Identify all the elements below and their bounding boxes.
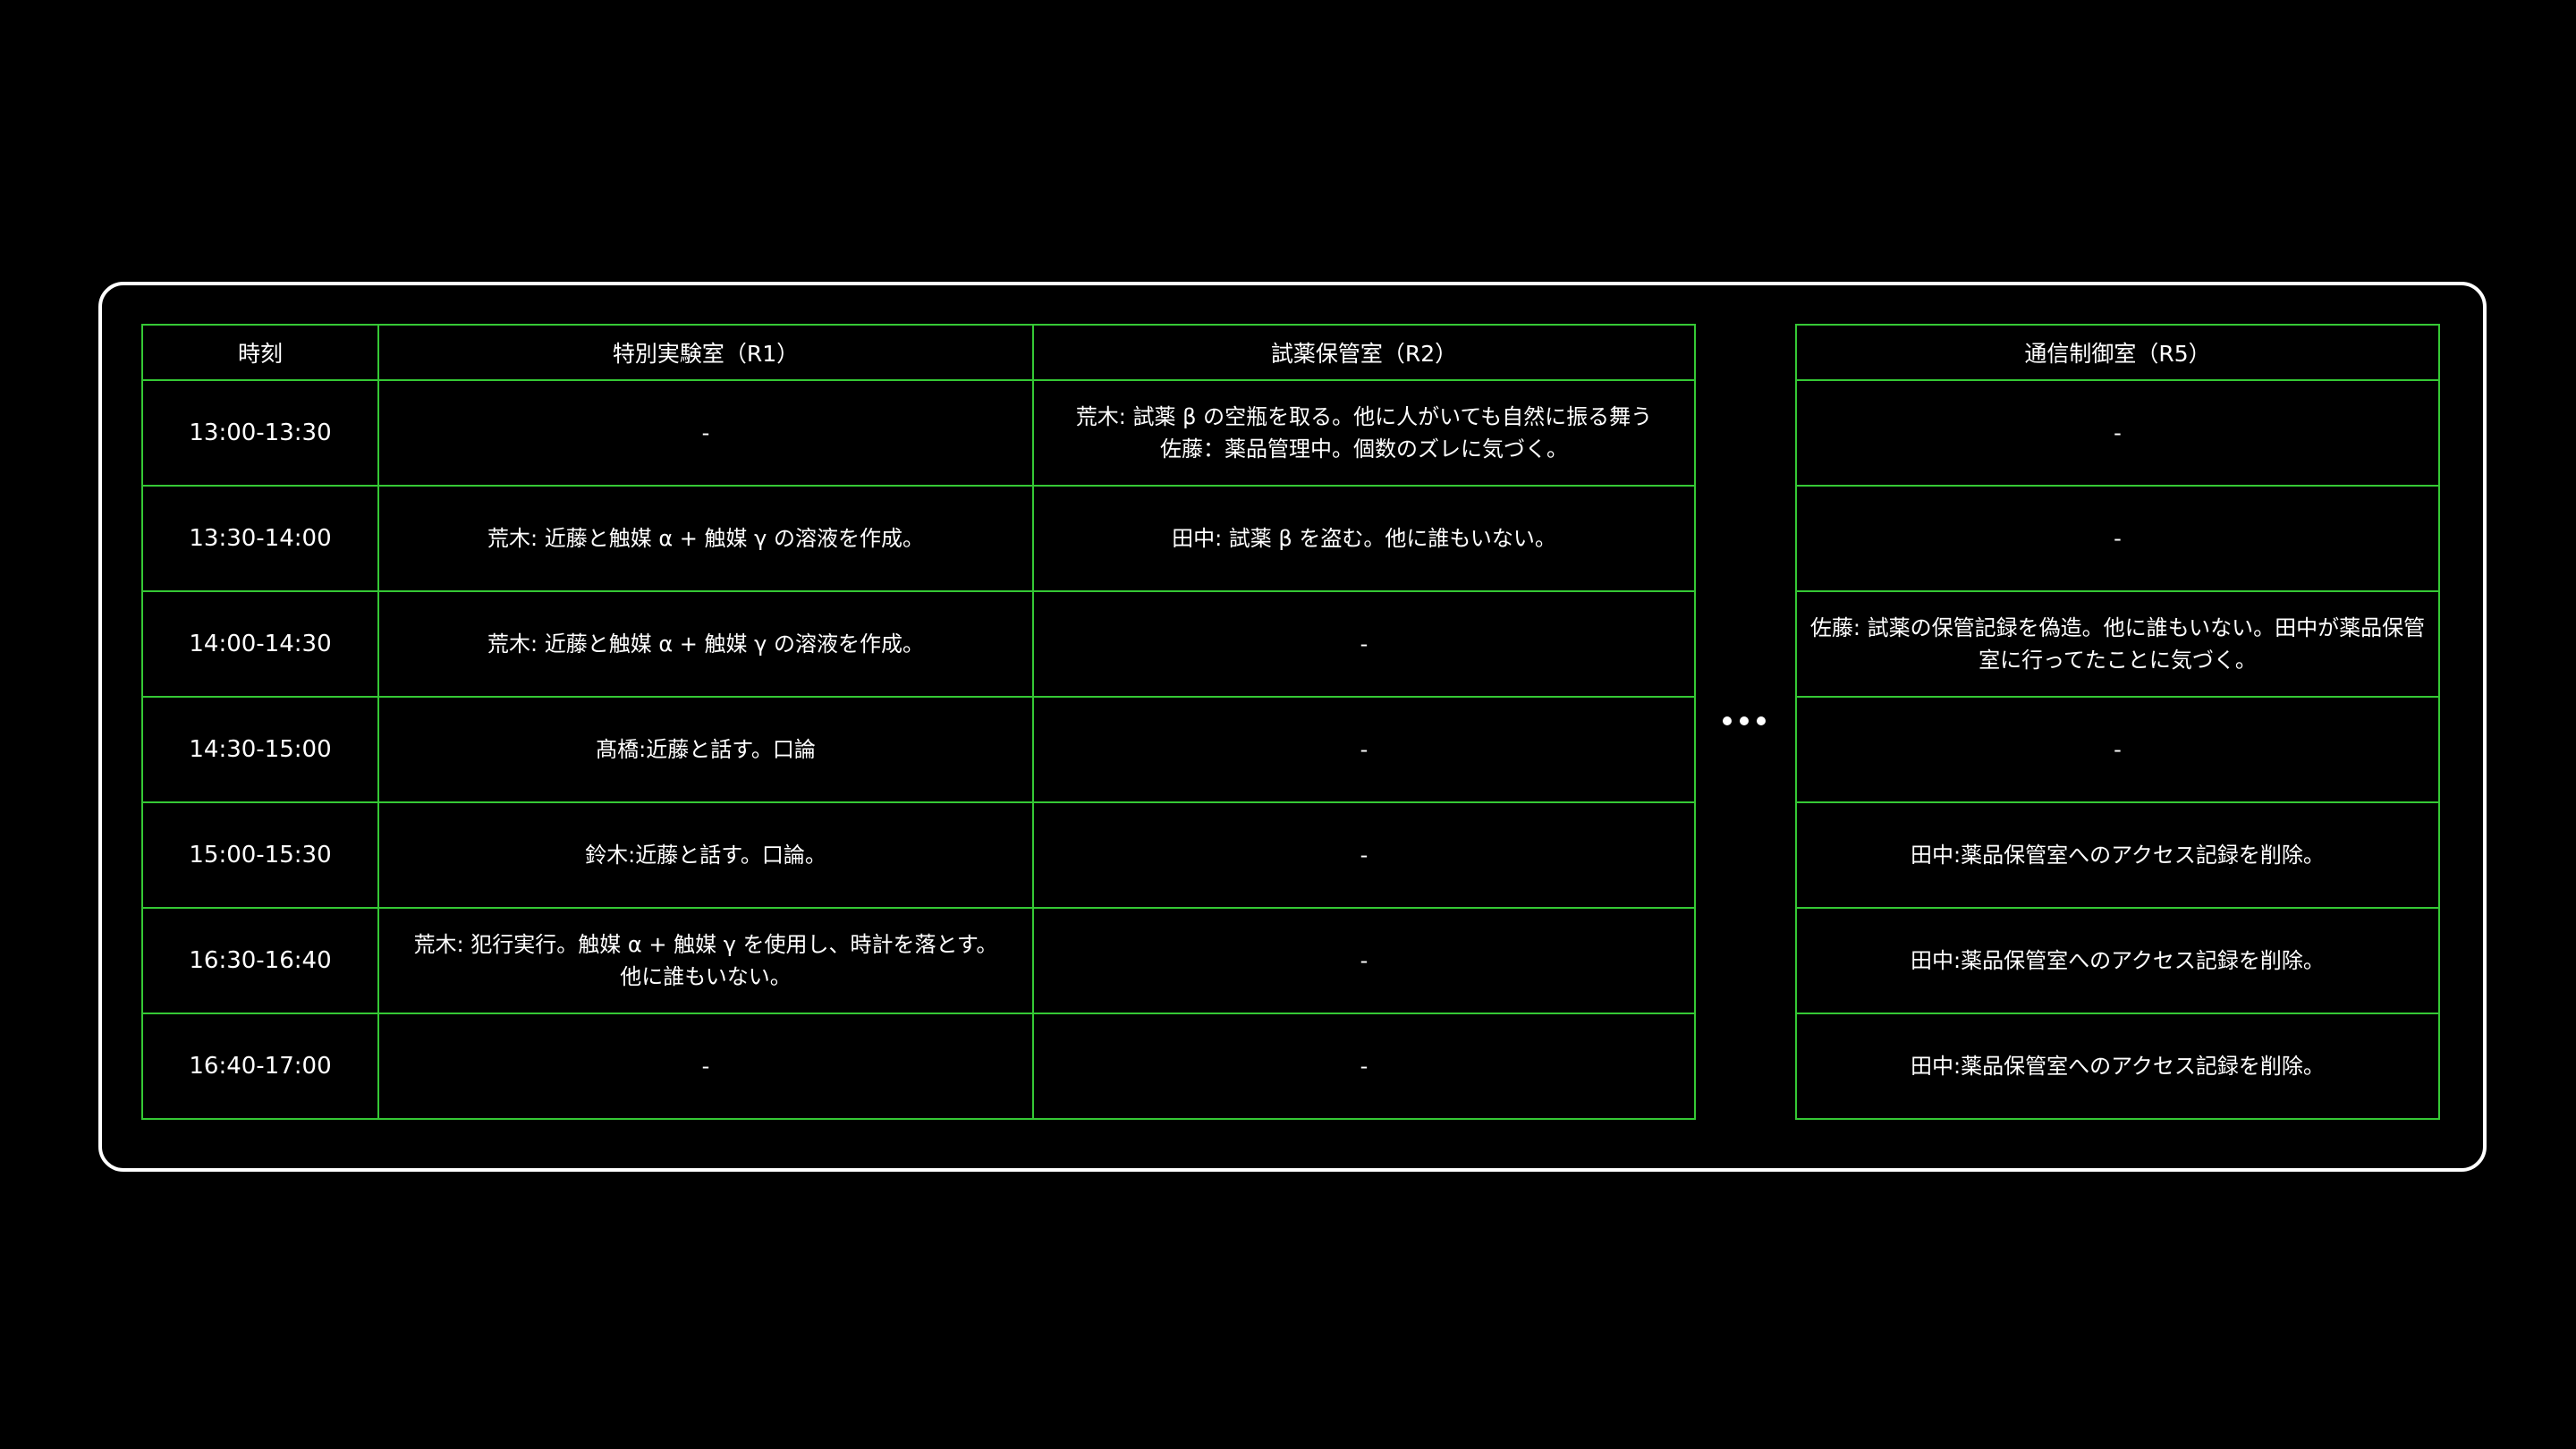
table-row: 13:00-13:30 - 荒木: 試薬 β の空瓶を取る。他に人がいても自然に…: [141, 379, 1696, 487]
r2-cell: -: [1032, 1013, 1696, 1120]
r2-cell: -: [1032, 907, 1696, 1014]
r1-cell: -: [377, 1013, 1034, 1120]
time-cell: 13:30-14:00: [141, 485, 379, 592]
header-row: 時刻 特別実験室（R1） 試薬保管室（R2）: [141, 324, 1696, 381]
col-header-room-r5: 通信制御室（R5）: [1795, 324, 2440, 381]
r1-cell: 荒木: 近藤と触媒 α + 触媒 γ の溶液を作成。: [377, 485, 1034, 592]
r1-cell: 荒木: 近藤と触媒 α + 触媒 γ の溶液を作成。: [377, 590, 1034, 698]
r2-cell: -: [1032, 590, 1696, 698]
table-row: 16:40-17:00 - -: [141, 1013, 1696, 1120]
table-row: -: [1795, 485, 2440, 592]
table-row: 田中:薬品保管室へのアクセス記録を削除。: [1795, 907, 2440, 1014]
r5-cell: -: [1795, 696, 2440, 803]
time-cell: 16:40-17:00: [141, 1013, 379, 1120]
time-cell: 16:30-16:40: [141, 907, 379, 1014]
table-row: -: [1795, 379, 2440, 487]
r5-cell: -: [1795, 379, 2440, 487]
ellipsis-dot: [1740, 716, 1749, 725]
r2-cell: 田中: 試薬 β を盗む。他に誰もいない。: [1032, 485, 1696, 592]
r1-cell: -: [377, 379, 1034, 487]
r5-cell: 田中:薬品保管室へのアクセス記録を削除。: [1795, 801, 2440, 909]
ellipsis-dot: [1757, 716, 1766, 725]
schedule-table-right: 通信制御室（R5） - - 佐藤: 試薬の保管記録を偽造。他に誰もいない。田中が…: [1795, 324, 2440, 1120]
r5-cell: 佐藤: 試薬の保管記録を偽造。他に誰もいない。田中が薬品保管室に行ってたことに気…: [1795, 590, 2440, 698]
col-header-room-r2: 試薬保管室（R2）: [1032, 324, 1696, 381]
table-row: -: [1795, 696, 2440, 803]
table-row: 14:30-15:00 髙橋:近藤と話す。口論 -: [141, 696, 1696, 803]
time-cell: 13:00-13:30: [141, 379, 379, 487]
table-row: 田中:薬品保管室へのアクセス記録を削除。: [1795, 1013, 2440, 1120]
r5-cell: 田中:薬品保管室へのアクセス記録を削除。: [1795, 1013, 2440, 1120]
r5-cell: 田中:薬品保管室へのアクセス記録を削除。: [1795, 907, 2440, 1014]
col-header-time: 時刻: [141, 324, 379, 381]
table-row: 田中:薬品保管室へのアクセス記録を削除。: [1795, 801, 2440, 909]
table-row: 13:30-14:00 荒木: 近藤と触媒 α + 触媒 γ の溶液を作成。 田…: [141, 485, 1696, 592]
r2-cell: 荒木: 試薬 β の空瓶を取る。他に人がいても自然に振る舞う 佐藤：薬品管理中。…: [1032, 379, 1696, 487]
r1-cell: 髙橋:近藤と話す。口論: [377, 696, 1034, 803]
table-row: 佐藤: 試薬の保管記録を偽造。他に誰もいない。田中が薬品保管室に行ってたことに気…: [1795, 590, 2440, 698]
r5-cell: -: [1795, 485, 2440, 592]
table-row: 14:00-14:30 荒木: 近藤と触媒 α + 触媒 γ の溶液を作成。 -: [141, 590, 1696, 698]
schedule-table-left: 時刻 特別実験室（R1） 試薬保管室（R2） 13:00-13:30 - 荒木:…: [141, 324, 1696, 1120]
time-cell: 15:00-15:30: [141, 801, 379, 909]
r2-cell: -: [1032, 801, 1696, 909]
col-header-room-r1: 特別実験室（R1）: [377, 324, 1034, 381]
time-cell: 14:30-15:00: [141, 696, 379, 803]
ellipsis-icon: [1723, 716, 1766, 725]
table-row: 16:30-16:40 荒木: 犯行実行。触媒 α + 触媒 γ を使用し、時計…: [141, 907, 1696, 1014]
header-row: 通信制御室（R5）: [1795, 324, 2440, 381]
ellipsis-dot: [1723, 716, 1732, 725]
table-row: 15:00-15:30 鈴木:近藤と話す。口論。 -: [141, 801, 1696, 909]
time-cell: 14:00-14:30: [141, 590, 379, 698]
r1-cell: 荒木: 犯行実行。触媒 α + 触媒 γ を使用し、時計を落とす。 他に誰もいな…: [377, 907, 1034, 1014]
r1-cell: 鈴木:近藤と話す。口論。: [377, 801, 1034, 909]
r2-cell: -: [1032, 696, 1696, 803]
